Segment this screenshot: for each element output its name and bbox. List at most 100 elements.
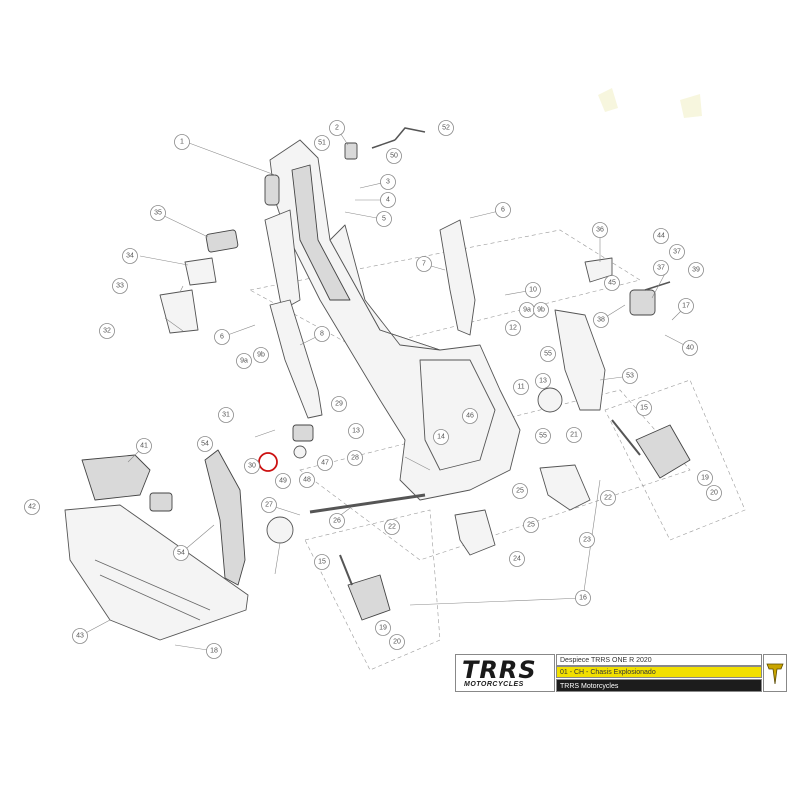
callout-43: 43 bbox=[72, 628, 88, 644]
callout-label: 16 bbox=[579, 595, 587, 602]
callout-label: 19 bbox=[701, 475, 709, 482]
callout-circle bbox=[174, 134, 190, 150]
callout-13: 13 bbox=[348, 423, 364, 439]
callout-label: 26 bbox=[333, 518, 341, 525]
callout-label: 54 bbox=[177, 550, 185, 557]
callout-circle bbox=[331, 396, 347, 412]
callout-circle bbox=[136, 438, 152, 454]
callout-6: 6 bbox=[495, 202, 511, 218]
callout-22: 22 bbox=[600, 490, 616, 506]
head-parts bbox=[344, 127, 426, 160]
callout-6: 6 bbox=[214, 329, 230, 345]
callout-label: 9b bbox=[257, 352, 265, 359]
footpeg-assemblies bbox=[339, 419, 691, 621]
callout-label: 3 bbox=[386, 179, 390, 186]
callout-circle bbox=[592, 222, 608, 238]
callout-2: 2 bbox=[329, 120, 345, 136]
callout-circle bbox=[669, 244, 685, 260]
callout-circle bbox=[682, 340, 698, 356]
callout-label: 13 bbox=[539, 378, 547, 385]
callout-circle bbox=[72, 628, 88, 644]
callout-label: 33 bbox=[116, 283, 124, 290]
callout-10: 10 bbox=[525, 282, 541, 298]
callout-label: 22 bbox=[388, 524, 396, 531]
callout-label: 24 bbox=[513, 556, 521, 563]
hardware-cluster bbox=[258, 424, 314, 472]
callout-32: 32 bbox=[99, 323, 115, 339]
callout-label: 37 bbox=[657, 265, 665, 272]
callout-38: 38 bbox=[593, 312, 609, 328]
callout-label: 31 bbox=[222, 412, 230, 419]
callout-circle bbox=[150, 205, 166, 221]
callout-circle bbox=[380, 174, 396, 190]
callout-circle bbox=[218, 407, 234, 423]
callout-47: 47 bbox=[317, 455, 333, 471]
callout-label: 6 bbox=[220, 334, 224, 341]
callout-circle bbox=[314, 135, 330, 151]
grille-panel bbox=[204, 449, 246, 586]
callout-49: 49 bbox=[275, 473, 291, 489]
brand-subtitle: MOTORCYCLES bbox=[464, 681, 524, 688]
callout-label: 6 bbox=[501, 207, 505, 214]
callout-label: 50 bbox=[390, 153, 398, 160]
callout-label: 12 bbox=[509, 325, 517, 332]
callout-circle bbox=[99, 323, 115, 339]
callout-circle bbox=[314, 554, 330, 570]
callout-label: 42 bbox=[28, 504, 36, 511]
callout-label: 55 bbox=[544, 351, 552, 358]
callout-circle bbox=[706, 485, 722, 501]
callout-circle bbox=[317, 455, 333, 471]
callout-label: 21 bbox=[570, 432, 578, 439]
callout-circle bbox=[375, 620, 391, 636]
callout-label: 35 bbox=[154, 210, 162, 217]
callout-label: 54 bbox=[201, 441, 209, 448]
callout-23: 23 bbox=[579, 532, 595, 548]
callout-25: 25 bbox=[512, 483, 528, 499]
callout-31: 31 bbox=[218, 407, 234, 423]
callout-circle bbox=[523, 517, 539, 533]
callout-label: 9a bbox=[523, 307, 531, 314]
callout-26: 26 bbox=[329, 513, 345, 529]
callout-circle bbox=[575, 590, 591, 606]
callout-3: 3 bbox=[380, 174, 396, 190]
callout-8: 8 bbox=[314, 326, 330, 342]
callout-label: 52 bbox=[442, 125, 450, 132]
callout-55: 55 bbox=[540, 346, 556, 362]
pivot-axle bbox=[309, 493, 426, 514]
callout-13: 13 bbox=[535, 373, 551, 389]
callout-label: 25 bbox=[516, 488, 524, 495]
callout-4: 4 bbox=[380, 192, 396, 208]
callout-15: 15 bbox=[636, 400, 652, 416]
callout-circle bbox=[509, 551, 525, 567]
callout-label: 23 bbox=[583, 537, 591, 544]
callout-circle bbox=[678, 298, 694, 314]
callout-circle bbox=[275, 473, 291, 489]
callout-42: 42 bbox=[24, 499, 40, 515]
callout-label: 36 bbox=[596, 227, 604, 234]
callout-circle bbox=[112, 278, 128, 294]
callout-label: 10 bbox=[529, 287, 537, 294]
callout-circle bbox=[636, 400, 652, 416]
callout-20: 20 bbox=[706, 485, 722, 501]
callout-label: 45 bbox=[608, 280, 616, 287]
callout-label: 28 bbox=[351, 455, 359, 462]
callout-circle bbox=[495, 202, 511, 218]
callout-29: 29 bbox=[331, 396, 347, 412]
callout-30: 30 bbox=[244, 458, 260, 474]
callout-label: 20 bbox=[710, 490, 718, 497]
callout-circle bbox=[384, 519, 400, 535]
callout-circle bbox=[24, 499, 40, 515]
callout-44: 44 bbox=[653, 228, 669, 244]
background-emblem bbox=[598, 88, 702, 118]
callout-9b: 9b bbox=[253, 347, 269, 363]
callout-label: 53 bbox=[626, 373, 634, 380]
callout-label: 18 bbox=[210, 648, 218, 655]
callout-16: 16 bbox=[575, 590, 591, 606]
callout-54: 54 bbox=[173, 545, 189, 561]
callout-label: 29 bbox=[335, 401, 343, 408]
callout-label: 49 bbox=[279, 478, 287, 485]
callout-35: 35 bbox=[150, 205, 166, 221]
